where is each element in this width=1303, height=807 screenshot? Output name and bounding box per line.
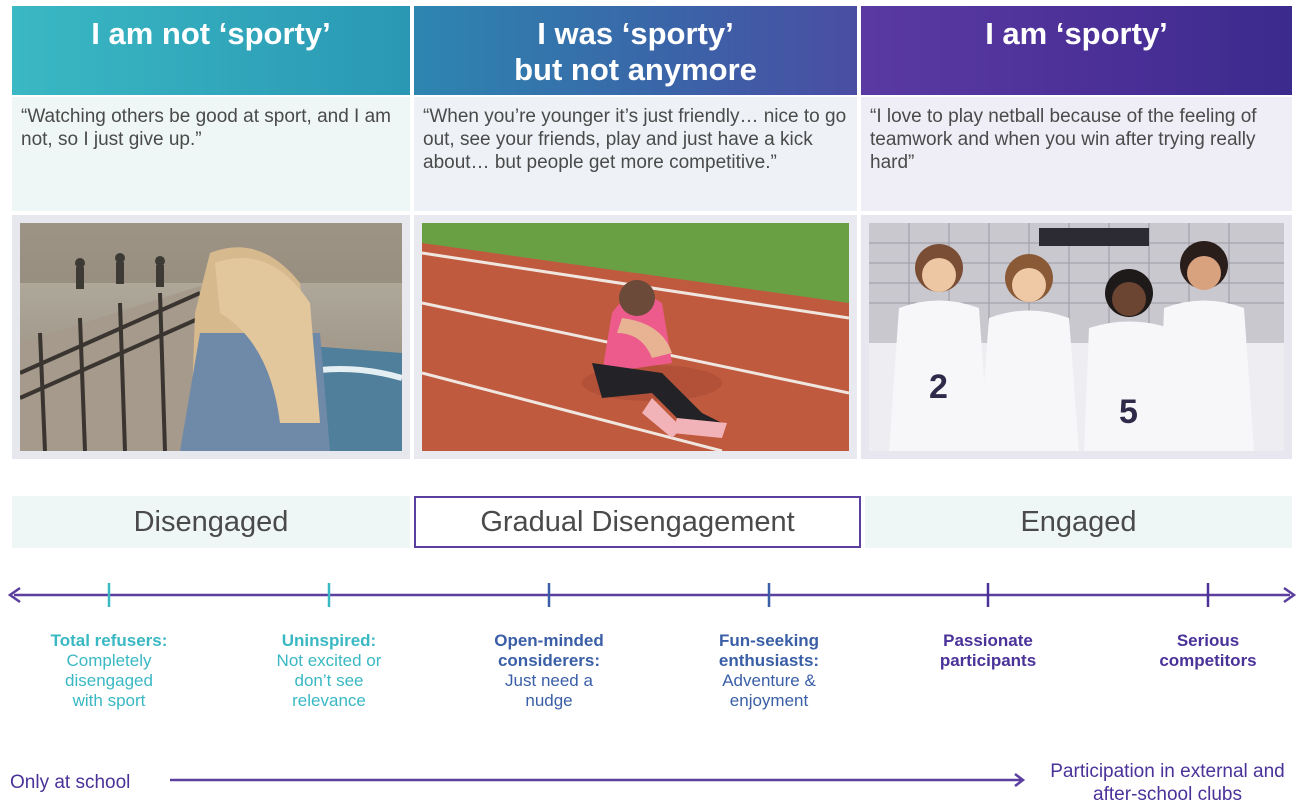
photo-girl-on-track-image <box>422 223 849 451</box>
segment-title: Fun-seeking enthusiasts: <box>718 631 820 670</box>
segment-passionate-participants: Passionate participants <box>898 631 1078 671</box>
header-was-sporty: I was ‘sporty’ but not anymore <box>414 6 857 95</box>
photo-girl-at-beach-image <box>20 223 402 451</box>
header-not-sporty: I am not ‘sporty’ <box>12 6 410 95</box>
band-engaged: Engaged <box>865 496 1292 548</box>
segment-desc: Adventure & enjoyment <box>722 671 816 710</box>
footer-external-clubs: Participation in external and after-scho… <box>1050 761 1285 805</box>
header-was-sporty-label: I was ‘sporty’ but not anymore <box>514 16 757 87</box>
band-gradual-disengagement: Gradual Disengagement <box>414 496 861 548</box>
segment-uninspired: Uninspired: Not excited or don’t see rel… <box>239 631 419 711</box>
segment-total-refusers: Total refusers: Completely disengaged wi… <box>19 631 199 711</box>
header-am-sporty: I am ‘sporty’ <box>861 6 1292 95</box>
segment-serious-competitors: Serious competitors <box>1118 631 1298 671</box>
header-not-sporty-label: I am not ‘sporty’ <box>91 16 331 51</box>
segment-title: Uninspired: <box>281 631 377 650</box>
quote-not-sporty: “Watching others be good at sport, and I… <box>12 97 410 211</box>
photo-girl-on-track <box>414 215 857 459</box>
footer-arrow <box>170 773 1026 787</box>
footer-arrow-head <box>1014 773 1026 787</box>
photo-celebrating-team: 2 5 <box>861 215 1292 459</box>
svg-text:2: 2 <box>929 368 948 406</box>
axis-arrow-left <box>7 586 21 604</box>
axis-arrow-right <box>1283 586 1297 604</box>
segment-title: Passionate participants <box>939 631 1037 670</box>
segment-desc: Not excited or don’t see relevance <box>276 651 382 710</box>
engagement-spectrum-axis <box>7 583 1297 607</box>
photo-celebrating-team-image: 2 5 <box>869 223 1284 451</box>
quote-am-sporty: “I love to play netball because of the f… <box>861 97 1292 211</box>
segment-open-minded-considerers: Open-minded considerers: Just need a nud… <box>459 631 639 711</box>
svg-text:5: 5 <box>1119 393 1138 431</box>
segment-title: Open-minded considerers: <box>494 631 604 670</box>
segment-fun-seeking-enthusiasts: Fun-seeking enthusiasts: Adventure & enj… <box>679 631 859 711</box>
segment-desc: Completely disengaged with sport <box>65 651 153 710</box>
quote-was-sporty: “When you’re younger it’s just friendly…… <box>414 97 857 211</box>
segment-desc: Just need a nudge <box>505 671 593 710</box>
band-disengaged: Disengaged <box>12 496 410 548</box>
header-am-sporty-label: I am ‘sporty’ <box>985 16 1168 51</box>
photo-girl-at-beach <box>12 215 410 459</box>
footer-only-at-school: Only at school <box>10 772 131 793</box>
segment-title: Serious competitors <box>1159 631 1257 670</box>
segment-title: Total refusers: <box>50 631 168 650</box>
